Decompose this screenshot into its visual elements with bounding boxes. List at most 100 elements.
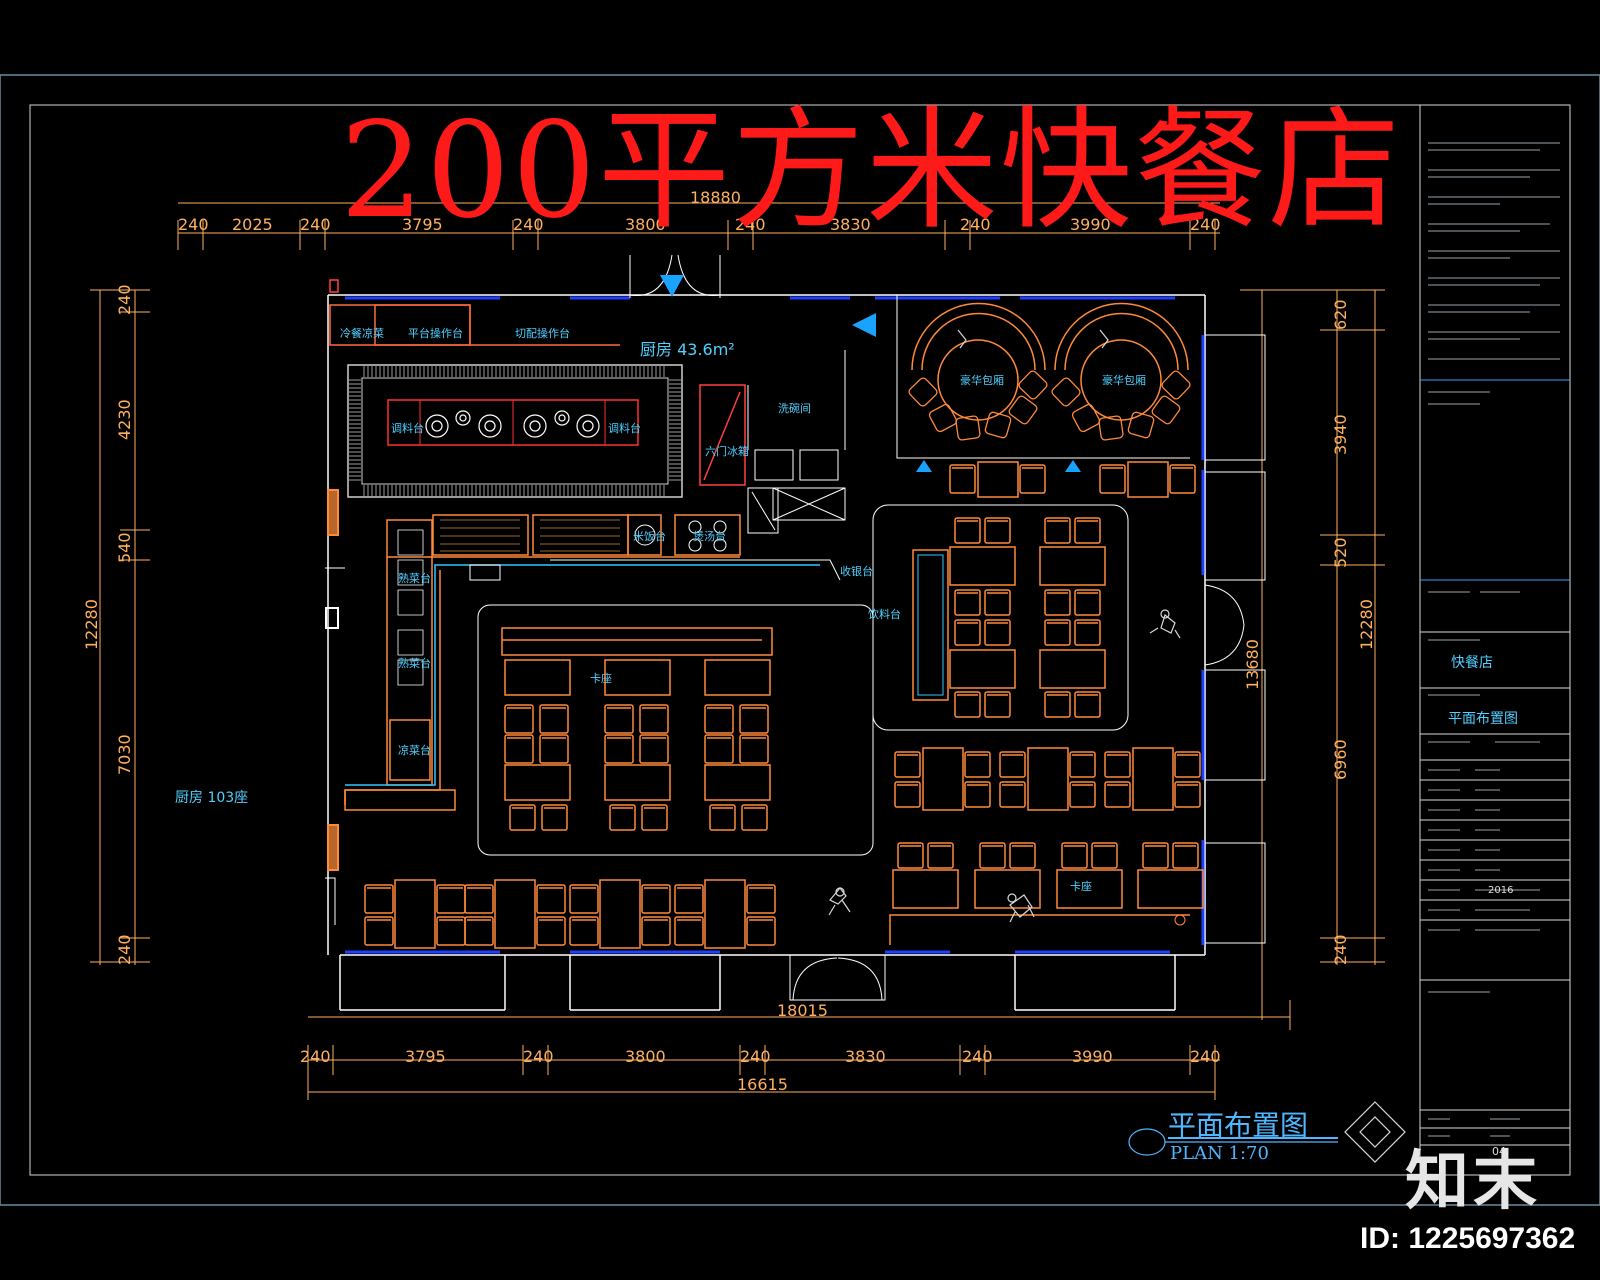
marker-icon [1065, 460, 1081, 472]
image-id: ID: 1225697362 [1360, 1222, 1576, 1255]
label-rice: 米饭台 [633, 529, 666, 543]
windows [345, 296, 1205, 954]
entry-arrow-icon [852, 313, 876, 337]
svg-text:240: 240 [115, 934, 134, 965]
svg-text:3795: 3795 [405, 1047, 446, 1066]
label-fridge: 六门冰箱 [705, 444, 749, 458]
svg-text:4230: 4230 [115, 399, 134, 440]
svg-text:240: 240 [1331, 934, 1350, 965]
svg-text:620: 620 [1331, 299, 1350, 330]
label-work-3: 切配操作台 [515, 326, 570, 340]
title-block [1419, 104, 1571, 1176]
plan-scale: PLAN 1:70 [1170, 1143, 1269, 1164]
dim-left-segments: 240 4230 540 7030 240 12280 [82, 284, 134, 965]
entry-arrow-icon [660, 275, 684, 297]
svg-text:540: 540 [115, 532, 134, 563]
kitchen-area-label: 厨房 43.6m² [640, 340, 735, 359]
svg-text:240: 240 [740, 1047, 771, 1066]
label-pass: 收银台 [840, 564, 873, 578]
dim-bottom-total-lower: 16615 [737, 1075, 788, 1094]
label-drinks: 饮料台 [868, 607, 901, 621]
label-soup: 煲汤台 [693, 529, 726, 543]
center-dining-zone [477, 604, 874, 856]
dim-right-inner: 13680 [1243, 639, 1262, 690]
svg-text:240: 240 [178, 215, 209, 234]
label-booth-2: 卡座 [1070, 879, 1092, 893]
entrance-doors [629, 254, 1245, 1001]
center-tables [364, 659, 776, 949]
dim-top-total: 18880 [690, 188, 741, 207]
wash-room [747, 350, 846, 534]
svg-text:240: 240 [513, 215, 544, 234]
label-booth: 卡座 [590, 671, 612, 685]
title-block-project: 快餐店 [1451, 655, 1493, 671]
label-wash: 洗碗间 [778, 401, 811, 415]
svg-text:2025: 2025 [232, 215, 273, 234]
outer-frame [0, 74, 1600, 1206]
dining-seats-label: 厨房 103座 [175, 790, 249, 806]
svg-text:3800: 3800 [625, 1047, 666, 1066]
label-work-2: 平台操作台 [408, 326, 463, 340]
title-block-notes [1428, 142, 1560, 1137]
dimension-right [1240, 289, 1385, 1020]
svg-text:240: 240 [300, 1047, 331, 1066]
svg-text:7030: 7030 [115, 734, 134, 775]
plan-symbol [1128, 1128, 1338, 1156]
left-wall-features [325, 489, 339, 871]
brand-logo: 知末 [1405, 1145, 1541, 1219]
fridge-and-wash [699, 384, 746, 486]
serving-counters [387, 514, 741, 558]
serving-grids [440, 519, 620, 552]
svg-text:240: 240 [1190, 215, 1221, 234]
sheet-number: 04 [1492, 1145, 1506, 1158]
label-vip-1: 豪华包厢 [960, 373, 1004, 387]
svg-text:240: 240 [960, 215, 991, 234]
plan-title: 平面布置图 [1168, 1109, 1309, 1142]
pass-line [550, 559, 841, 581]
svg-text:3830: 3830 [830, 215, 871, 234]
dim-top-segments: 240 2025 240 3795 240 3800 240 3830 240 … [178, 215, 1221, 234]
drawing-date: 2016 [1488, 885, 1513, 896]
svg-text:240: 240 [1190, 1047, 1221, 1066]
label-window-1: 熟菜台 [398, 571, 431, 585]
label-work-1: 冷餐凉菜 [340, 326, 384, 340]
dimension-left [90, 289, 150, 965]
svg-text:3795: 3795 [402, 215, 443, 234]
label-window-2: 熟菜台 [398, 656, 431, 670]
dim-left-total: 12280 [82, 599, 101, 650]
booth-bench [501, 627, 773, 656]
dim-bottom-segments: 240 3795 240 3800 240 3830 240 3990 240 [300, 1047, 1221, 1066]
compass-icon [1344, 1101, 1406, 1163]
window-boxes-right [1204, 334, 1266, 944]
rice-cookers [634, 520, 727, 552]
label-seasoning-right: 调料台 [608, 421, 641, 435]
column-marker [1174, 914, 1186, 926]
dim-right-total: 12280 [1357, 599, 1376, 650]
label-window-3: 凉菜台 [398, 743, 431, 757]
divider [325, 877, 336, 925]
svg-text:3990: 3990 [1072, 1047, 1113, 1066]
svg-text:240: 240 [523, 1047, 554, 1066]
marker-icon [916, 460, 932, 472]
vip-chairs [908, 370, 1191, 441]
svg-text:240: 240 [115, 284, 134, 315]
dimension-top [177, 202, 1220, 250]
dim-right-segments: 620 3940 520 6960 240 12280 13680 [1243, 299, 1376, 965]
svg-text:3800: 3800 [625, 215, 666, 234]
svg-text:240: 240 [962, 1047, 993, 1066]
dimension-bottom [307, 1000, 1291, 1100]
kitchen-prep-counters [329, 279, 620, 346]
svg-text:3830: 3830 [845, 1047, 886, 1066]
title-block-drawing: 平面布置图 [1448, 711, 1518, 727]
people-figures [828, 329, 1181, 923]
serving-window-column [344, 519, 820, 811]
overlay-title: 200平方米快餐店 [340, 94, 1402, 248]
drinks-counter [912, 549, 949, 701]
svg-text:520: 520 [1331, 537, 1350, 568]
right-dining-zone [872, 295, 1190, 731]
svg-text:3990: 3990 [1070, 215, 1111, 234]
label-vip-2: 豪华包厢 [1102, 373, 1146, 387]
vip-room-booths [911, 302, 1189, 421]
stove-burners [425, 410, 600, 438]
